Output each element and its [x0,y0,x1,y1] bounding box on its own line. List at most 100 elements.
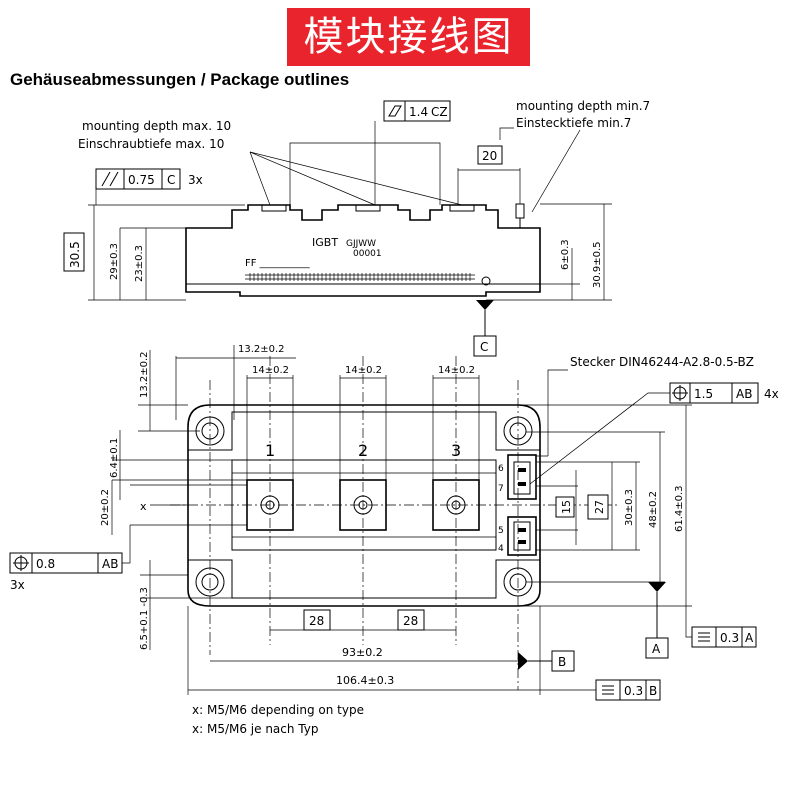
datum-b: B [518,650,575,672]
dim-28-b-box [397,609,425,631]
mount-depth-min-de: Einstecktiefe min.7 [516,116,631,130]
mount-depth-min-en: mounting depth min.7 [516,99,650,113]
parallel-value: 0.75 [128,173,155,187]
note-line-1: x: M5/M6 depending on type [192,703,364,717]
dim-61-4: 61.4±0.3 [674,485,685,532]
dims-14-lines [246,375,480,480]
dims-left-side: 30.5 29±0.3 23±0.3 [63,204,245,301]
dim-6-5: 6.5+0.1 -0.3 [139,587,150,650]
dim-15-box [555,496,575,518]
package-outlines-heading: Gehäuseabmessungen / Package outlines [10,70,350,89]
dim-14-a: 14±0.2 [252,365,289,376]
flatness-frame-1-4: 1.4 CZ [374,100,451,205]
dims-right-side: 6±0.3 30.9±0.5 [486,203,612,301]
side-ground-symbol [481,276,491,286]
pin-5: 5 [498,526,504,536]
dim-6-4-lines [112,430,247,500]
dim-14-c: 14±0.2 [438,365,475,376]
flat-a-ref: A [745,631,754,645]
side-fins [245,274,475,280]
pin-7: 7 [498,484,504,494]
dim-20-top: 20 [457,145,521,205]
datum-b-text: B [558,655,566,669]
dim-23: 23±0.3 [134,245,145,282]
mount-depth-max-en: mounting depth max. 10 [82,119,231,133]
flat-b-value: 0.3 [624,684,643,698]
top-view: 1 2 3 6 7 5 4 x 13.2±0.2 13.2±0 [9,344,779,701]
side-view: IGBT GJJWW 00001 FF __________ mounting … [63,99,650,357]
dim-13-2-v-lines [138,350,200,432]
parallel-count: 3x [188,173,203,187]
dim-30: 30±0.3 [624,489,635,526]
mount-depth-max-bracket [289,142,441,205]
label-code: GJJWW [346,239,376,249]
label-igbt: IGBT [312,236,338,249]
label-serial: 00001 [353,249,382,259]
position-frame-0-8: 0.8 AB 3x [9,525,131,592]
dim-15: 15 [560,500,573,514]
dim-28-a: 28 [309,614,324,628]
thread-lines [130,484,247,526]
parallel-ref: C [167,173,175,187]
datum-a: A [645,582,669,659]
position-frame-1-5: 1.5 AB 4x [529,382,779,485]
dim-13-2-h: 13.2±0.2 [238,344,285,355]
dim-6: 6±0.3 [560,239,571,270]
flatness-value: 1.4 [409,105,428,119]
top-view-cover-lines [232,472,496,538]
dim-6-5-lines [140,560,232,650]
pos-1-5-ref: AB [736,387,752,401]
dim-14-b: 14±0.2 [345,365,382,376]
label-ff: FF __________ [245,258,311,269]
side-terminal-nut-3 [449,204,475,212]
dim-13-2-v: 13.2±0.2 [139,351,150,398]
dim-29: 29±0.3 [109,243,120,280]
aux-connector-top: 6 7 [498,454,537,500]
flatness-ref: CZ [431,105,448,119]
dim-27: 27 [593,500,606,514]
flat-b-ref: B [649,684,657,698]
side-aux-pin [515,203,525,219]
dim-20: 20±0.2 [100,489,111,526]
stecker-leader [536,369,568,457]
pin-4: 4 [498,544,504,554]
top-view-body [187,404,541,607]
flatness-frame-a: 0.3 A [685,606,757,648]
dim-48: 48±0.2 [648,491,659,528]
dim-28-a-box [303,609,331,631]
pos-0-8-value: 0.8 [36,557,55,571]
top-view-cover [231,459,497,551]
pos-0-8-count: 3x [10,578,25,592]
datum-a-text: A [652,642,661,656]
aux-connector-bottom: 5 4 [498,516,537,556]
dim-20-text: 20 [482,149,497,163]
flatness-frame-b: 0.3 B [595,679,661,701]
dim-30-5: 30.5 [68,241,82,268]
mount-depth-max-leaders [249,151,463,206]
pos-1-5-count: 4x [764,387,779,401]
dim-106-4-lines [187,606,596,695]
side-terminal-nut-1 [261,204,287,212]
stecker-note: Stecker DIN46244-A2.8-0.5-BZ [570,355,754,369]
side-fin-ticks [249,273,471,281]
side-terminal-nut-2 [355,204,381,212]
right-dims-lines [518,404,692,607]
dim-28-b: 28 [403,614,418,628]
flat-a-value: 0.3 [720,631,739,645]
pos-1-5-value: 1.5 [694,387,713,401]
pin-6: 6 [498,464,504,474]
dim-30-9: 30.9±0.5 [592,241,603,288]
dim-6-4: 6.4±0.1 [109,438,120,478]
pos-0-8-ref: AB [102,557,118,571]
mount-depth-min-leaders [499,127,581,213]
center-lines [170,356,620,690]
dim-93: 93±0.2 [342,646,383,659]
dim-13-2-h-lines [175,345,296,420]
x-mark: x [140,500,147,513]
mount-depth-max-de: Einschraubtiefe max. 10 [78,137,224,151]
note-line-2: x: M5/M6 je nach Typ [192,722,318,736]
page-banner-title: 模块接线图 [287,8,530,66]
datum-c-text: C [480,340,488,354]
dim-27-box [587,494,609,520]
